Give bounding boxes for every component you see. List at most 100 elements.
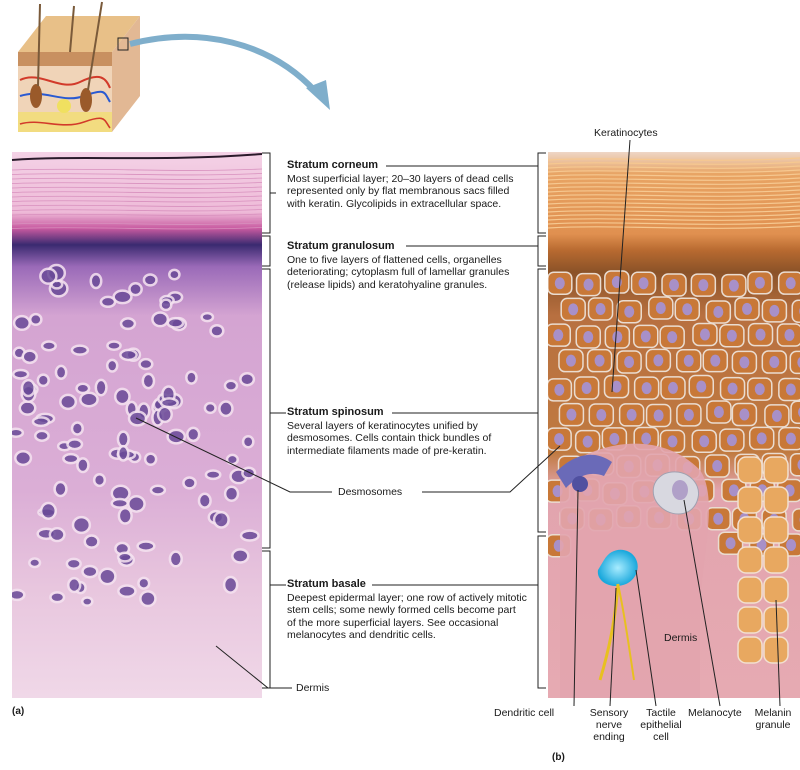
keratinocyte-nucleus	[595, 302, 606, 315]
stratum-basale-title: Stratum basale	[287, 578, 366, 590]
keratinocyte-nucleus	[554, 277, 565, 290]
keratinocyte-nucleus	[712, 460, 723, 473]
keratinocyte-nucleus	[667, 381, 678, 394]
corneum-fiber	[12, 222, 262, 225]
layer-brackets-b	[537, 152, 546, 689]
keratin-sac	[548, 177, 800, 181]
keratinocyte-nucleus	[641, 382, 652, 395]
keratinocyte-nucleus	[710, 354, 721, 367]
nucleus	[28, 557, 42, 569]
nucleus	[156, 405, 173, 424]
keratinocyte-nucleus	[566, 408, 577, 421]
stratum-granulosum-description: One to five layers of flattened cells, o…	[287, 254, 510, 291]
keratinocyte-nucleus	[726, 434, 737, 447]
nucleus	[149, 484, 167, 496]
nucleus	[12, 588, 26, 602]
keratinocyte-nucleus	[626, 408, 637, 421]
keratinocyte-nucleus	[713, 305, 724, 318]
keratinocyte-nucleus	[640, 330, 651, 343]
keratinocyte-nucleus	[653, 409, 664, 422]
melanin-cell	[737, 546, 763, 574]
nucleus	[99, 295, 117, 309]
nucleus	[39, 267, 58, 285]
keratinocyte-nucleus	[728, 279, 739, 292]
melanin-cell	[737, 576, 763, 604]
keratinocyte-nucleus	[565, 354, 576, 367]
nucleus	[36, 373, 50, 388]
nucleus	[76, 457, 90, 474]
keratin-sac	[548, 213, 800, 217]
nucleus	[79, 391, 99, 408]
nucleus	[59, 393, 78, 411]
keratin-sac	[548, 193, 800, 197]
magnify-arrow	[129, 33, 330, 110]
micrograph-panel	[11, 152, 263, 698]
nucleus	[62, 452, 80, 465]
nucleus	[116, 444, 130, 462]
nucleus	[222, 575, 239, 594]
keratin-sac	[548, 221, 800, 225]
keratin-sac	[548, 197, 800, 201]
nucleus	[151, 311, 170, 328]
corneum-fiber	[12, 177, 262, 180]
keratin-sac	[548, 161, 800, 165]
keratinocyte-nucleus	[727, 382, 738, 395]
corneum-fiber	[12, 191, 262, 194]
nucleus	[119, 317, 137, 331]
keratinocyte-nucleus	[755, 328, 766, 341]
corneum-fiber	[12, 173, 262, 176]
nucleus	[182, 476, 197, 490]
nucleus	[136, 540, 156, 552]
keratin-sac	[548, 169, 800, 173]
melanin-cell	[737, 606, 763, 634]
keratinocyte-nucleus	[786, 538, 797, 551]
melanin-cell	[737, 636, 763, 664]
nucleus	[89, 272, 103, 290]
nucleus	[138, 357, 154, 371]
nucleus	[98, 567, 117, 586]
corneum-fiber	[12, 195, 262, 198]
nucleus	[168, 268, 181, 281]
keratinocyte-nucleus	[797, 357, 800, 368]
nucleus	[128, 281, 143, 297]
keratinocyte-nucleus	[609, 432, 620, 445]
nucleus	[66, 576, 82, 594]
tactile-epithelial-cell-label: Tactile epithelial cell	[640, 707, 682, 743]
keratinocyte-nucleus	[754, 276, 765, 289]
illustration-panel	[548, 152, 800, 698]
nucleus	[65, 557, 82, 570]
nucleus	[166, 316, 185, 329]
nucleus	[143, 452, 158, 466]
nucleus	[75, 382, 91, 395]
nucleus	[49, 591, 66, 604]
nucleus	[203, 401, 217, 415]
melanin-cell	[763, 636, 789, 664]
keratinocyte-nucleus	[797, 459, 800, 470]
melanin-cell	[763, 576, 789, 604]
nucleus	[141, 372, 156, 390]
keratinocyte-nucleus	[682, 303, 693, 316]
keratinocyte	[791, 299, 800, 324]
keratinocyte-nucleus	[667, 331, 678, 344]
keratinocyte-nucleus	[594, 354, 605, 367]
nucleus	[12, 314, 31, 332]
nucleus	[80, 596, 94, 607]
nucleus	[223, 485, 240, 502]
nucleus	[117, 506, 133, 525]
melanin-cell	[763, 546, 789, 574]
nucleus	[106, 340, 122, 352]
nucleus	[204, 469, 222, 481]
nucleus	[212, 510, 230, 529]
leader-lines	[135, 139, 781, 707]
corneum-fiber	[12, 168, 262, 171]
layer-brackets-a	[262, 152, 276, 689]
corneum-fiber	[12, 204, 262, 207]
keratinocyte-nucleus	[713, 406, 724, 419]
melanin-cell	[763, 486, 789, 514]
nucleus	[168, 550, 183, 568]
stratum-spinosum-title: Stratum spinosum	[287, 406, 384, 418]
nucleus	[186, 426, 201, 443]
keratinocyte-nucleus	[596, 409, 607, 422]
keratinocyte-nucleus	[728, 484, 739, 497]
nucleus	[119, 348, 138, 362]
